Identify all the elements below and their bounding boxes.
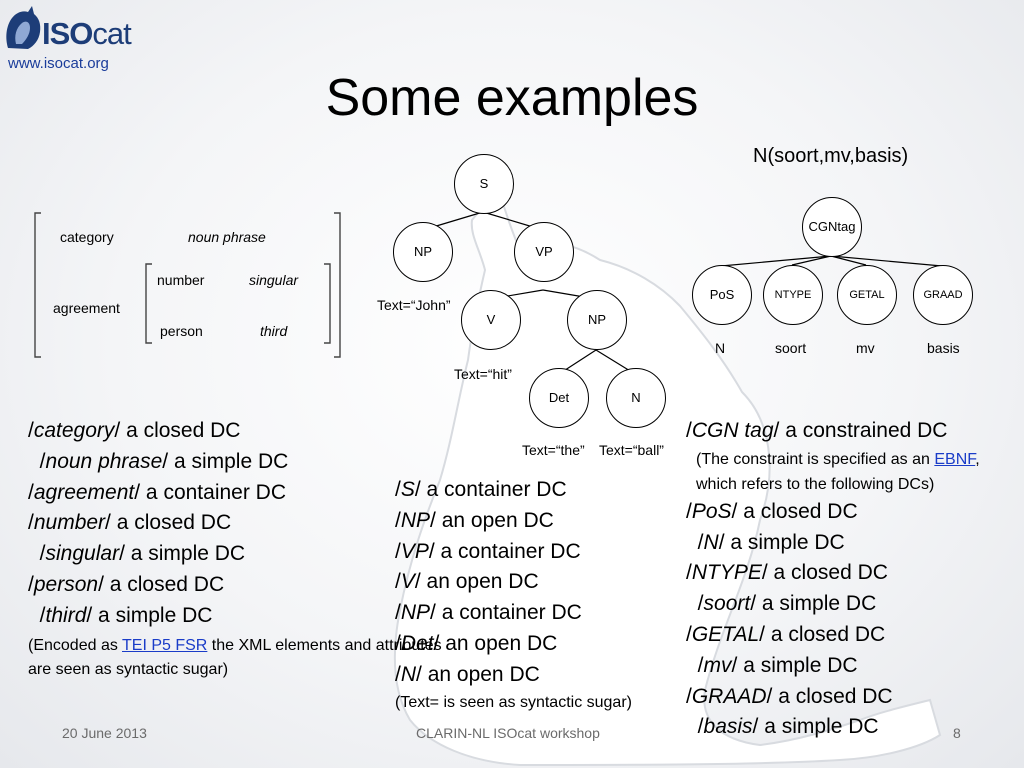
list-item: /N/ a simple DC xyxy=(686,530,845,554)
list-item: /basis/ a simple DC xyxy=(686,715,879,739)
list-item: /VP/ a container DC xyxy=(395,539,581,563)
list-item: /GETAL/ a closed DC xyxy=(686,622,886,646)
cgn-node-getal: GETAL xyxy=(837,265,897,325)
slide-title: Some examples xyxy=(325,69,699,127)
fs-number-value: singular xyxy=(249,272,299,288)
footer-date: 20 June 2013 xyxy=(62,725,147,741)
tree-node-np2: NP xyxy=(567,290,627,350)
list-item: /noun phrase/ a simple DC xyxy=(28,449,289,473)
fs-number-label: number xyxy=(157,272,205,288)
cat-logo-icon xyxy=(6,6,41,49)
cgn-value-mv: mv xyxy=(856,340,875,356)
cgn-heading: N(soort,mv,basis) xyxy=(753,145,909,167)
list-item: /CGN tag/ a constrained DC xyxy=(686,419,948,442)
cgn-value-soort: soort xyxy=(775,340,807,356)
list-item: /V/ an open DC xyxy=(395,570,539,594)
ebnf-link[interactable]: EBNF xyxy=(934,450,976,468)
tree-node-v: V xyxy=(461,290,521,350)
slide-number: 8 xyxy=(953,725,961,741)
tree-node-n: N xyxy=(606,368,666,428)
tree-node-vp: VP xyxy=(514,222,574,282)
left-dc-list: /category/ a closed DC /noun phrase/ a s… xyxy=(28,416,442,682)
list-item: /NP/ a container DC xyxy=(395,601,582,625)
tree-text-hit: Text=“hit” xyxy=(454,366,512,382)
logo-wordmark: ISOcat xyxy=(42,16,132,51)
list-item: /singular/ a simple DC xyxy=(28,542,246,566)
cgn-node-pos: PoS xyxy=(692,265,752,325)
fs-category-value: noun phrase xyxy=(188,229,266,245)
middle-dc-list: /S/ a container DC /NP/ an open DC /VP/ … xyxy=(395,475,632,715)
list-item: /soort/ a simple DC xyxy=(686,592,877,616)
list-item: /mv/ a simple DC xyxy=(686,653,858,677)
list-item: /third/ a simple DC xyxy=(28,603,213,627)
fs-person-label: person xyxy=(160,323,203,339)
footer-event: CLARIN-NL ISOcat workshop xyxy=(416,725,600,741)
tree-node-s: S xyxy=(454,154,514,214)
list-item: /Det/ an open DC xyxy=(395,631,558,655)
tree-text-john: Text=“John” xyxy=(377,297,451,313)
tree-node-np: NP xyxy=(393,222,453,282)
tree-text-ball: Text=“ball” xyxy=(599,442,664,458)
list-item: /NP/ an open DC xyxy=(395,508,554,532)
tree-text-the: Text=“the” xyxy=(522,442,585,458)
cgn-value-n: N xyxy=(715,340,726,356)
isocat-logo[interactable]: ISOcat www.isocat.org xyxy=(2,4,142,76)
list-item: /NTYPE/ a closed DC xyxy=(686,561,888,585)
fs-person-value: third xyxy=(260,323,288,339)
middle-sugar-note: (Text= is seen as syntactic sugar) xyxy=(395,693,632,711)
fs-category-label: category xyxy=(60,229,114,245)
cgn-node-graad: GRAAD xyxy=(913,265,973,325)
fs-agreement-label: agreement xyxy=(53,300,120,316)
list-item: /PoS/ a closed DC xyxy=(686,499,858,523)
cgn-node-ntype: NTYPE xyxy=(763,265,823,325)
list-item: /S/ a container DC xyxy=(395,478,567,501)
list-item: /category/ a closed DC xyxy=(28,419,241,442)
list-item: /agreement/ a container DC xyxy=(28,480,286,504)
left-encoding-note: (Encoded as TEI P5 FSR the XML elements … xyxy=(28,636,442,678)
isocat-url-link[interactable]: www.isocat.org xyxy=(8,55,109,72)
constraint-note: (The constraint is specified as an EBNF,… xyxy=(696,450,980,493)
list-item: /N/ an open DC xyxy=(395,662,540,686)
tree-node-det: Det xyxy=(529,368,589,428)
right-dc-list: /CGN tag/ a constrained DC (The constrai… xyxy=(686,416,980,743)
list-item: /number/ a closed DC xyxy=(28,511,232,535)
list-item: /GRAAD/ a closed DC xyxy=(686,684,893,708)
tei-p5-fsr-link[interactable]: TEI P5 FSR xyxy=(122,636,208,654)
list-item: /person/ a closed DC xyxy=(28,572,225,596)
cgn-value-basis: basis xyxy=(927,340,960,356)
